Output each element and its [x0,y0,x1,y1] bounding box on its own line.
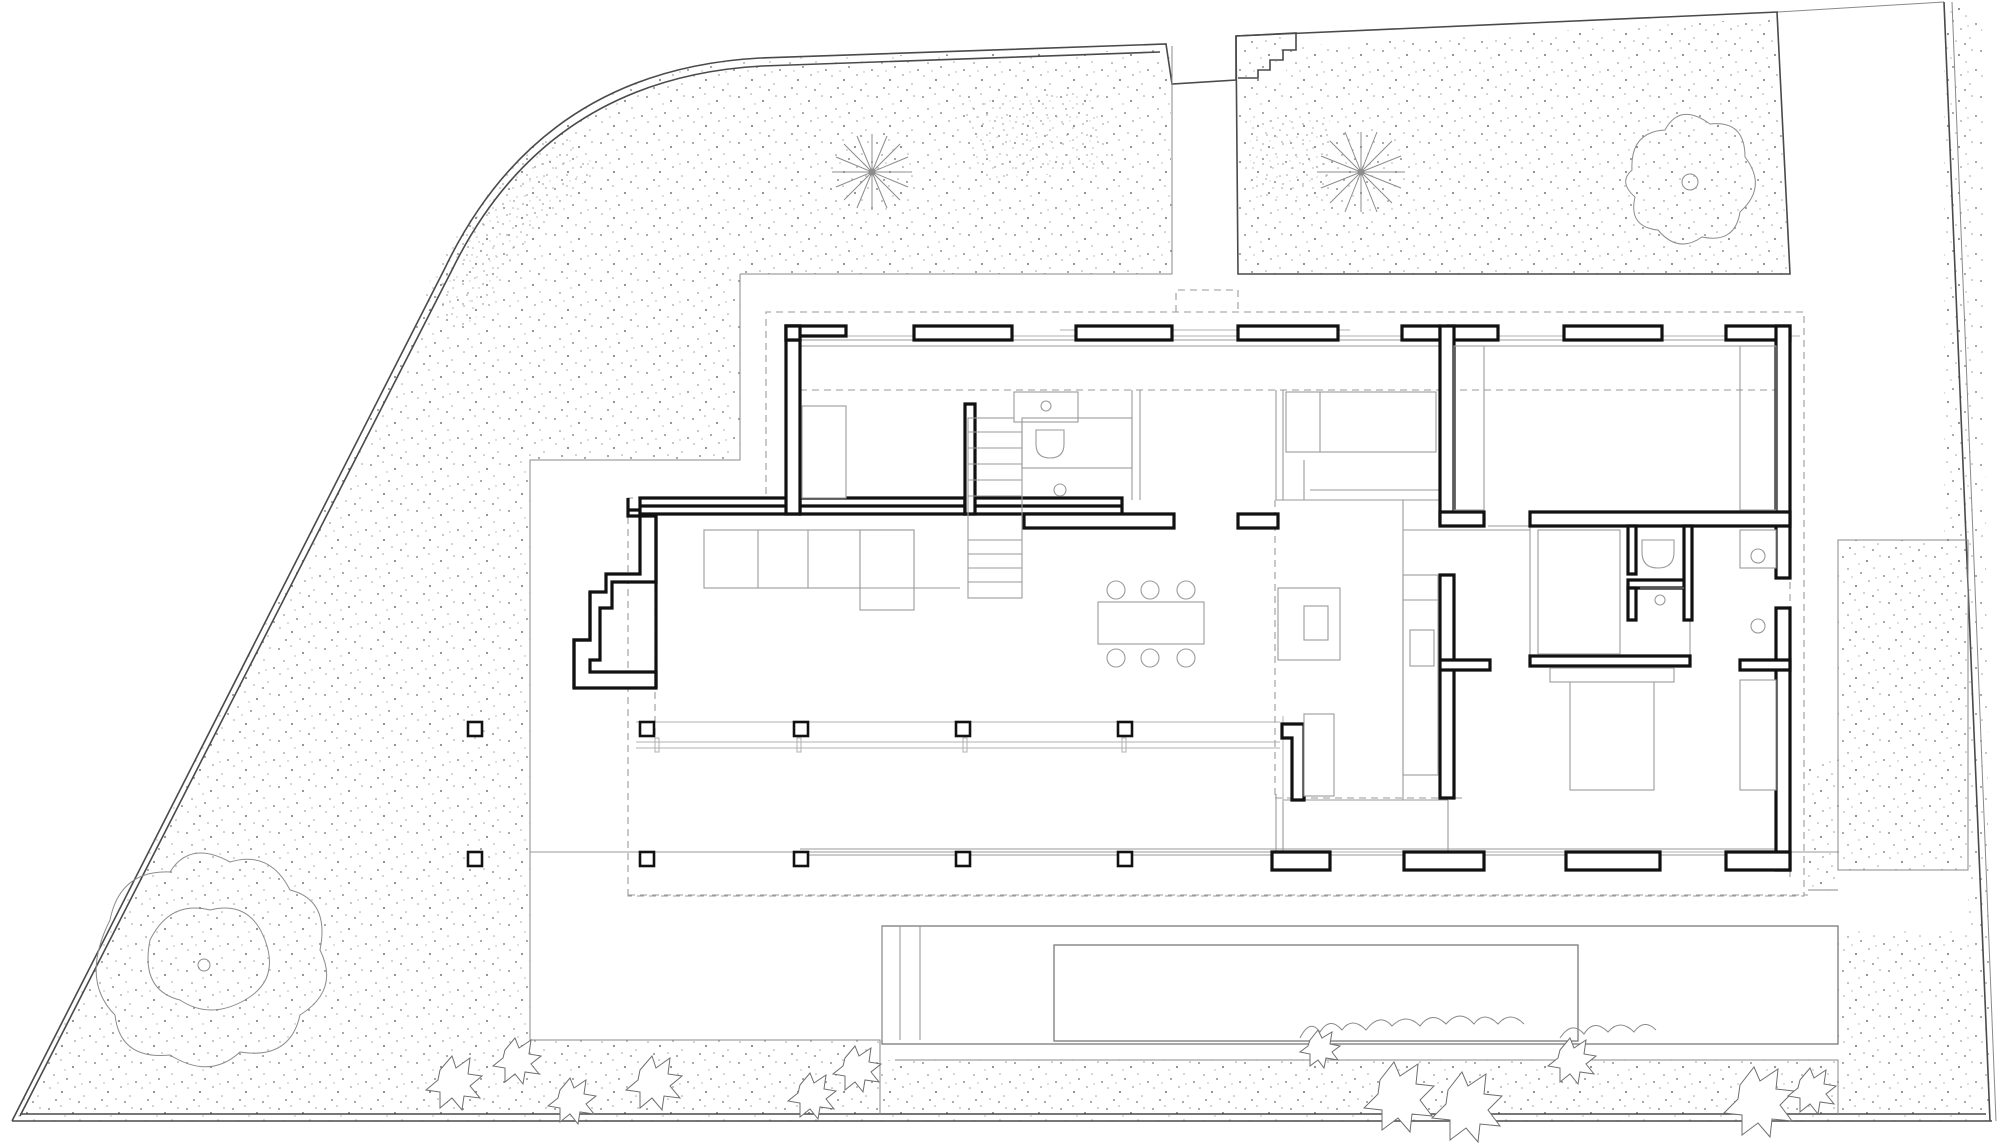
column [792,720,810,738]
column [638,720,656,738]
east-wall-bottom [1774,606,1792,872]
column [466,850,484,868]
bath-wall-e [1682,524,1694,622]
garden-dense-patch-1 [420,130,600,330]
walls [572,324,1792,872]
shrubs [424,1015,1838,1144]
north-wall-5 [1400,324,1442,342]
toilet [1035,429,1065,459]
south-wall-4 [1724,850,1792,872]
columns [466,720,1134,868]
column [792,850,810,868]
south-wall-2 [1402,850,1486,872]
bedroom-north-wall [1528,510,1792,528]
north-wall-3 [1074,324,1174,342]
column [954,850,972,868]
bath-wall-a [1438,510,1486,528]
east-wall-top [1774,324,1792,580]
column [954,720,972,738]
north-room-wall [1022,512,1176,530]
dining-chair [1176,648,1196,668]
central-wall [1438,324,1456,526]
south-wall-3 [1564,850,1662,872]
dining-chair [1106,648,1126,668]
pool [1053,944,1579,1042]
garden-hatch-right [1838,8,1990,1121]
dining-chair [1140,580,1160,600]
staircase [967,417,1023,599]
tree-2 [1317,131,1405,213]
north-wall-2 [912,324,1014,342]
bath-wall-b [1626,524,1638,576]
column [1116,850,1134,868]
tree-1 [832,134,912,210]
column [1116,720,1134,738]
living-east-wall [1280,722,1306,802]
left-wall-bumpout [572,498,658,690]
north-room-wall-2 [1236,512,1280,530]
pool-terrace [530,851,1839,1045]
bedroom-mid-wall [1438,658,1492,672]
bedroom-mid-wall-3 [1738,658,1792,672]
garden-dense-patch-3 [960,90,1110,180]
central-wall-lower [1438,573,1456,800]
sofa [1303,713,1335,797]
sink [1409,629,1435,667]
south-wall-1 [1270,850,1332,872]
dining-chair [1106,580,1126,600]
dining-table [1097,601,1205,645]
garden-hatch-left [12,50,1172,1121]
tree-4 [95,852,328,1068]
garden-dense-patch-2 [1250,120,1330,200]
north-wall-7 [1562,324,1664,342]
stair-west-wall [784,324,802,516]
dining-chair [1176,580,1196,600]
furniture [703,345,1777,797]
bedroom-mid-wall-2 [1528,654,1692,668]
north-west-upper-wall [784,324,802,342]
column [466,720,484,738]
column [638,850,656,868]
north-wall-4 [1236,324,1340,342]
garden-hatch-side [1808,760,1838,890]
bath-wall-d [1626,586,1638,622]
stair-east-wall [963,402,977,516]
bed [1569,679,1655,791]
garden-hatch-bottom [880,1060,1838,1121]
site-boundary [11,1,1997,1122]
dining-chair [1140,648,1160,668]
garden-hatch-right-lower [1838,540,1968,870]
tree-3 [1625,114,1756,245]
